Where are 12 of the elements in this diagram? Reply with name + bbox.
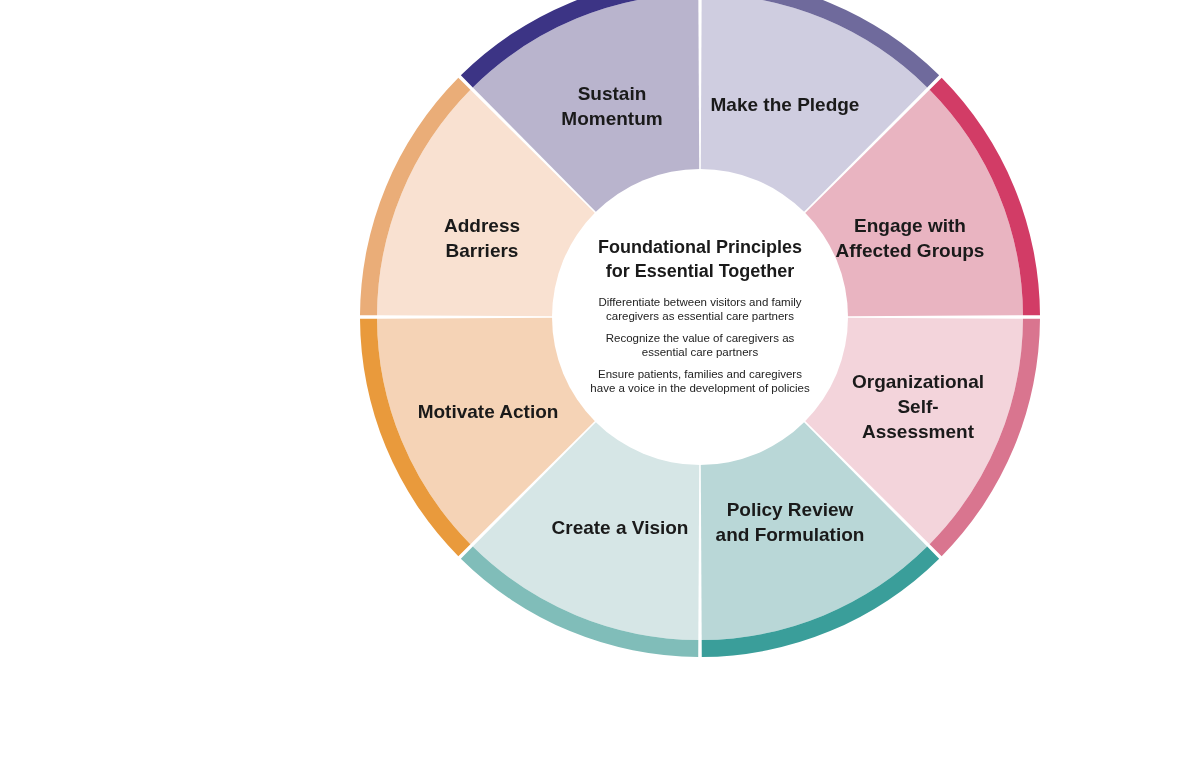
- segment-label: Engage with Affected Groups: [835, 214, 985, 263]
- segment-label: Motivate Action: [417, 399, 559, 424]
- principle-text: Recognize the value of caregivers as essential care partners: [604, 331, 796, 359]
- segment-label: Sustain Momentum: [560, 82, 664, 131]
- segment-label: Policy Review and Formulation: [715, 498, 865, 547]
- segment-label: Organizational Self-Assessment: [851, 369, 985, 444]
- segment-label: Make the Pledge: [710, 92, 860, 117]
- center-heading: Foundational Principles for Essential Together: [597, 236, 803, 283]
- principle-text: Differentiate between visitors and family caregivers as essential care partners: [597, 295, 803, 323]
- principle-text: Ensure patients, families and caregivers have a voice in the development of policies: [589, 367, 811, 395]
- segment-label: Create a Vision: [551, 515, 689, 540]
- segment-label: Address Barriers: [443, 214, 521, 263]
